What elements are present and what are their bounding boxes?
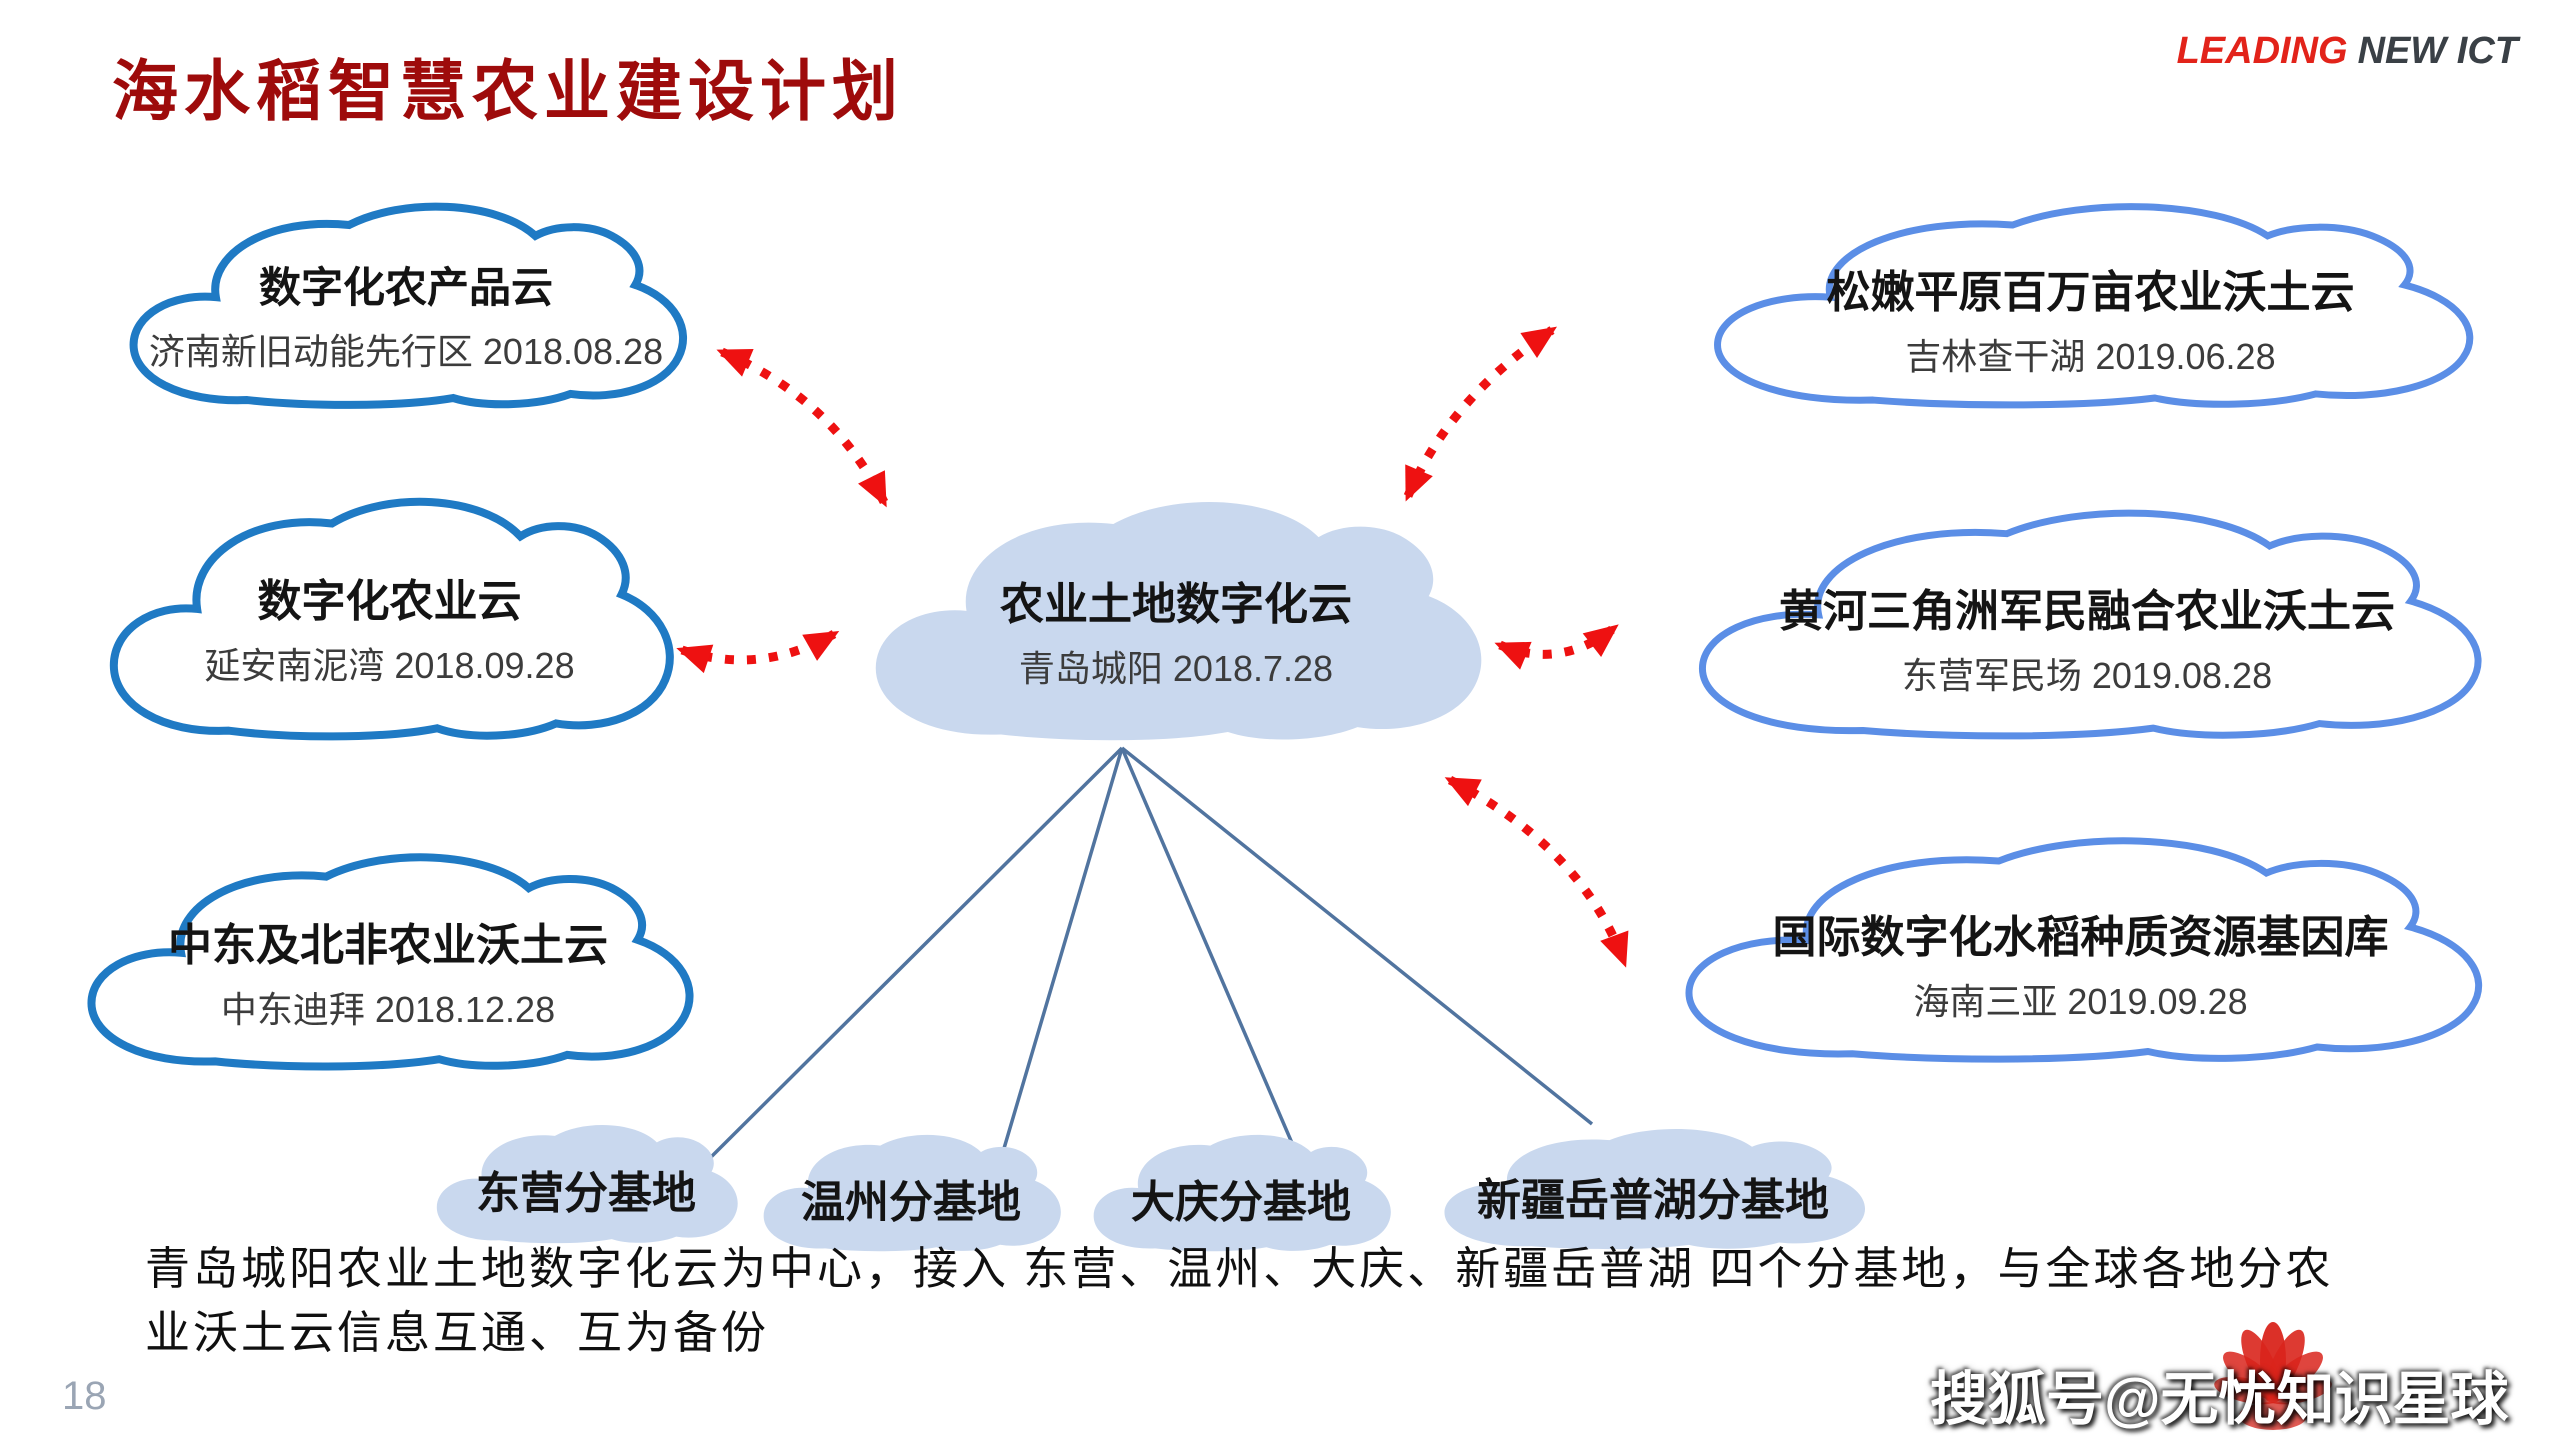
cloud-title: 国际数字化水稻种质资源基因库	[1772, 912, 2389, 962]
huawei-logo-icon	[2214, 1322, 2332, 1430]
cloud-center-agri-land-digital: 农业土地数字化云 青岛城阳 2018.7.28	[852, 488, 1500, 750]
cloud-title: 农业土地数字化云	[1000, 580, 1352, 630]
base-cloud-xinjiang-yopurga: 新疆岳普湖分基地	[1428, 1122, 1878, 1254]
watermark: 搜狐号@无忧知识星球	[1930, 1322, 2550, 1438]
blue-fan-lines	[698, 746, 1594, 1170]
cloud-songnen-plain: 松嫩平原百万亩农业沃土云 吉林查干湖 2019.06.28	[1688, 195, 2493, 413]
line-center-dongying	[698, 746, 1124, 1170]
base-cloud-wenzhou: 温州分基地	[752, 1128, 1070, 1256]
cloud-title: 中东及北非农业沃土云	[168, 921, 608, 971]
arrow-center-bottomright	[1444, 776, 1629, 968]
base-cloud-label: 东营分基地	[476, 1168, 696, 1218]
base-cloud-dongying: 东营分基地	[425, 1118, 747, 1248]
cloud-digital-agriculture: 数字化农业云 延安南泥湾 2018.09.28	[92, 488, 687, 746]
arrow-center-topleft	[716, 347, 889, 508]
base-cloud-label: 温州分基地	[801, 1177, 1021, 1227]
watermark-text: 搜狐号@无忧知识星球	[1930, 1367, 2509, 1432]
logo-newict-text: NEW ICT	[2357, 30, 2518, 72]
cloud-subtitle: 海南三亚 2019.09.28	[1913, 980, 2248, 1022]
cloud-digital-agri-products: 数字化农产品云 济南新旧动能先行区 2018.08.28	[112, 195, 700, 413]
base-cloud-label: 新疆岳普湖分基地	[1477, 1175, 1829, 1225]
cloud-yellow-river-delta: 黄河三角洲军民融合农业沃土云 东营军民场 2019.08.28	[1672, 500, 2502, 745]
cloud-subtitle: 延安南泥湾 2018.09.28	[204, 645, 575, 687]
arrow-center-topright	[1403, 326, 1557, 502]
line-center-xinjiang	[1120, 746, 1594, 1126]
cloud-subtitle: 吉林查干湖 2019.06.28	[1905, 336, 2276, 378]
line-center-daqing	[1120, 747, 1297, 1151]
cloud-subtitle: 济南新旧动能先行区 2018.08.28	[148, 330, 664, 372]
base-cloud-label: 大庆分基地	[1131, 1177, 1351, 1227]
cloud-title: 数字化农产品云	[258, 263, 553, 311]
cloud-title: 黄河三角洲军民融合农业沃土云	[1779, 587, 2395, 637]
cloud-title: 数字化农业云	[257, 577, 522, 627]
page-title: 海水稻智慧农业建设计划	[112, 56, 904, 129]
arrow-center-midleft	[676, 630, 840, 674]
cloud-intl-rice-gene-bank: 国际数字化水稻种质资源基因库 海南三亚 2019.09.28	[1658, 828, 2503, 1068]
cloud-subtitle: 青岛城阳 2018.7.28	[1018, 648, 1334, 690]
logo-leading-text: LEADING	[2176, 30, 2348, 72]
page-number: 18	[62, 1374, 107, 1418]
cloud-mideast-north-africa: 中东及北非农业沃土云 中东迪拜 2018.12.28	[68, 845, 708, 1075]
base-cloud-daqing: 大庆分基地	[1082, 1128, 1400, 1256]
caption-text: 青岛城阳农业土地数字化云为中心，接入 东营、温州、大庆、新疆岳普湖 四个分基地，…	[145, 1244, 2334, 1358]
line-center-wenzhou	[998, 747, 1124, 1163]
cloud-title: 松嫩平原百万亩农业沃土云	[1826, 268, 2355, 318]
arrow-center-midright	[1494, 624, 1619, 670]
cloud-subtitle: 东营军民场 2019.08.28	[1901, 655, 2273, 697]
cloud-subtitle: 中东迪拜 2018.12.28	[220, 989, 556, 1031]
